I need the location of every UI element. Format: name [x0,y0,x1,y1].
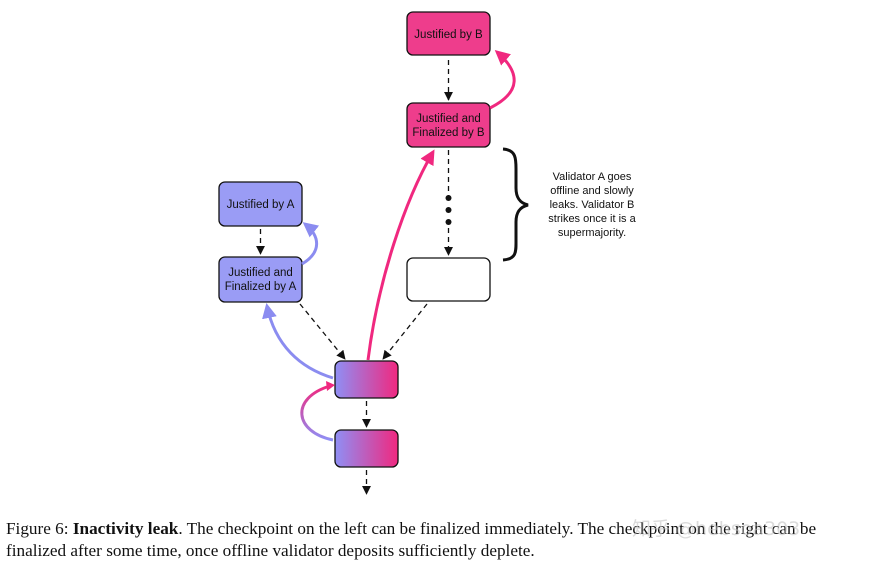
inactivity-leak-diagram: Justified by B Justified and Finalized b… [218,11,637,495]
vote-arrow-root-to-common [300,384,334,442]
ellipsis-dot [445,195,452,201]
node-root-checkpoint [334,429,399,468]
vote-arrow-common-to-finalized-a [262,303,334,380]
vote-arrow-finalized-b-to-justified-b [489,50,516,110]
curly-brace [502,147,529,262]
node-finalized-by-a-label-1: Justified and [228,267,293,279]
caption-prefix: Figure 6: [6,519,73,538]
annotation: Validator A goes offline and slowly leak… [548,171,636,239]
node-justified-by-b-label: Justified by B [414,29,483,41]
edge-empty-to-common [382,303,428,360]
node-justified-by-a: Justified by A [218,181,303,227]
edge-finalized-a-to-common [299,303,346,360]
ellipsis-dot [445,207,452,213]
watermark: 知乎 @hebsoa303 [632,518,801,540]
node-justified-by-a-label: Justified by A [227,199,295,211]
node-justified-by-b: Justified by B [406,11,491,56]
vote-arrow-finalized-a-to-justified-a [301,222,320,266]
node-finalized-by-a: Justified and Finalized by A [218,256,303,303]
node-finalized-by-b-label-1: Justified and [416,113,481,125]
node-common-checkpoint [334,360,399,399]
annotation-line-5: supermajority. [558,227,626,239]
ellipsis-dot [445,219,452,225]
node-empty-checkpoint [406,257,491,302]
node-finalized-by-b: Justified and Finalized by B [406,102,491,148]
caption-title: Inactivity leak [72,519,179,538]
node-finalized-by-a-label-2: Finalized by A [225,281,297,293]
vote-arrow-common-to-finalized-b [366,149,435,361]
annotation-line-3: leaks. Validator B [550,199,635,211]
node-finalized-by-b-label-2: Finalized by B [412,127,485,139]
annotation-line-2: offline and slowly [550,185,634,197]
annotation-line-1: Validator A goes [553,171,632,183]
caption-body: . The checkpoint on the left can be fina… [6,519,817,560]
vote-arrow-root-to-common-head [326,381,335,391]
figure-caption: Figure 6: Inactivity leak. The checkpoin… [6,518,868,562]
annotation-line-4: strikes once it is a [548,213,636,225]
